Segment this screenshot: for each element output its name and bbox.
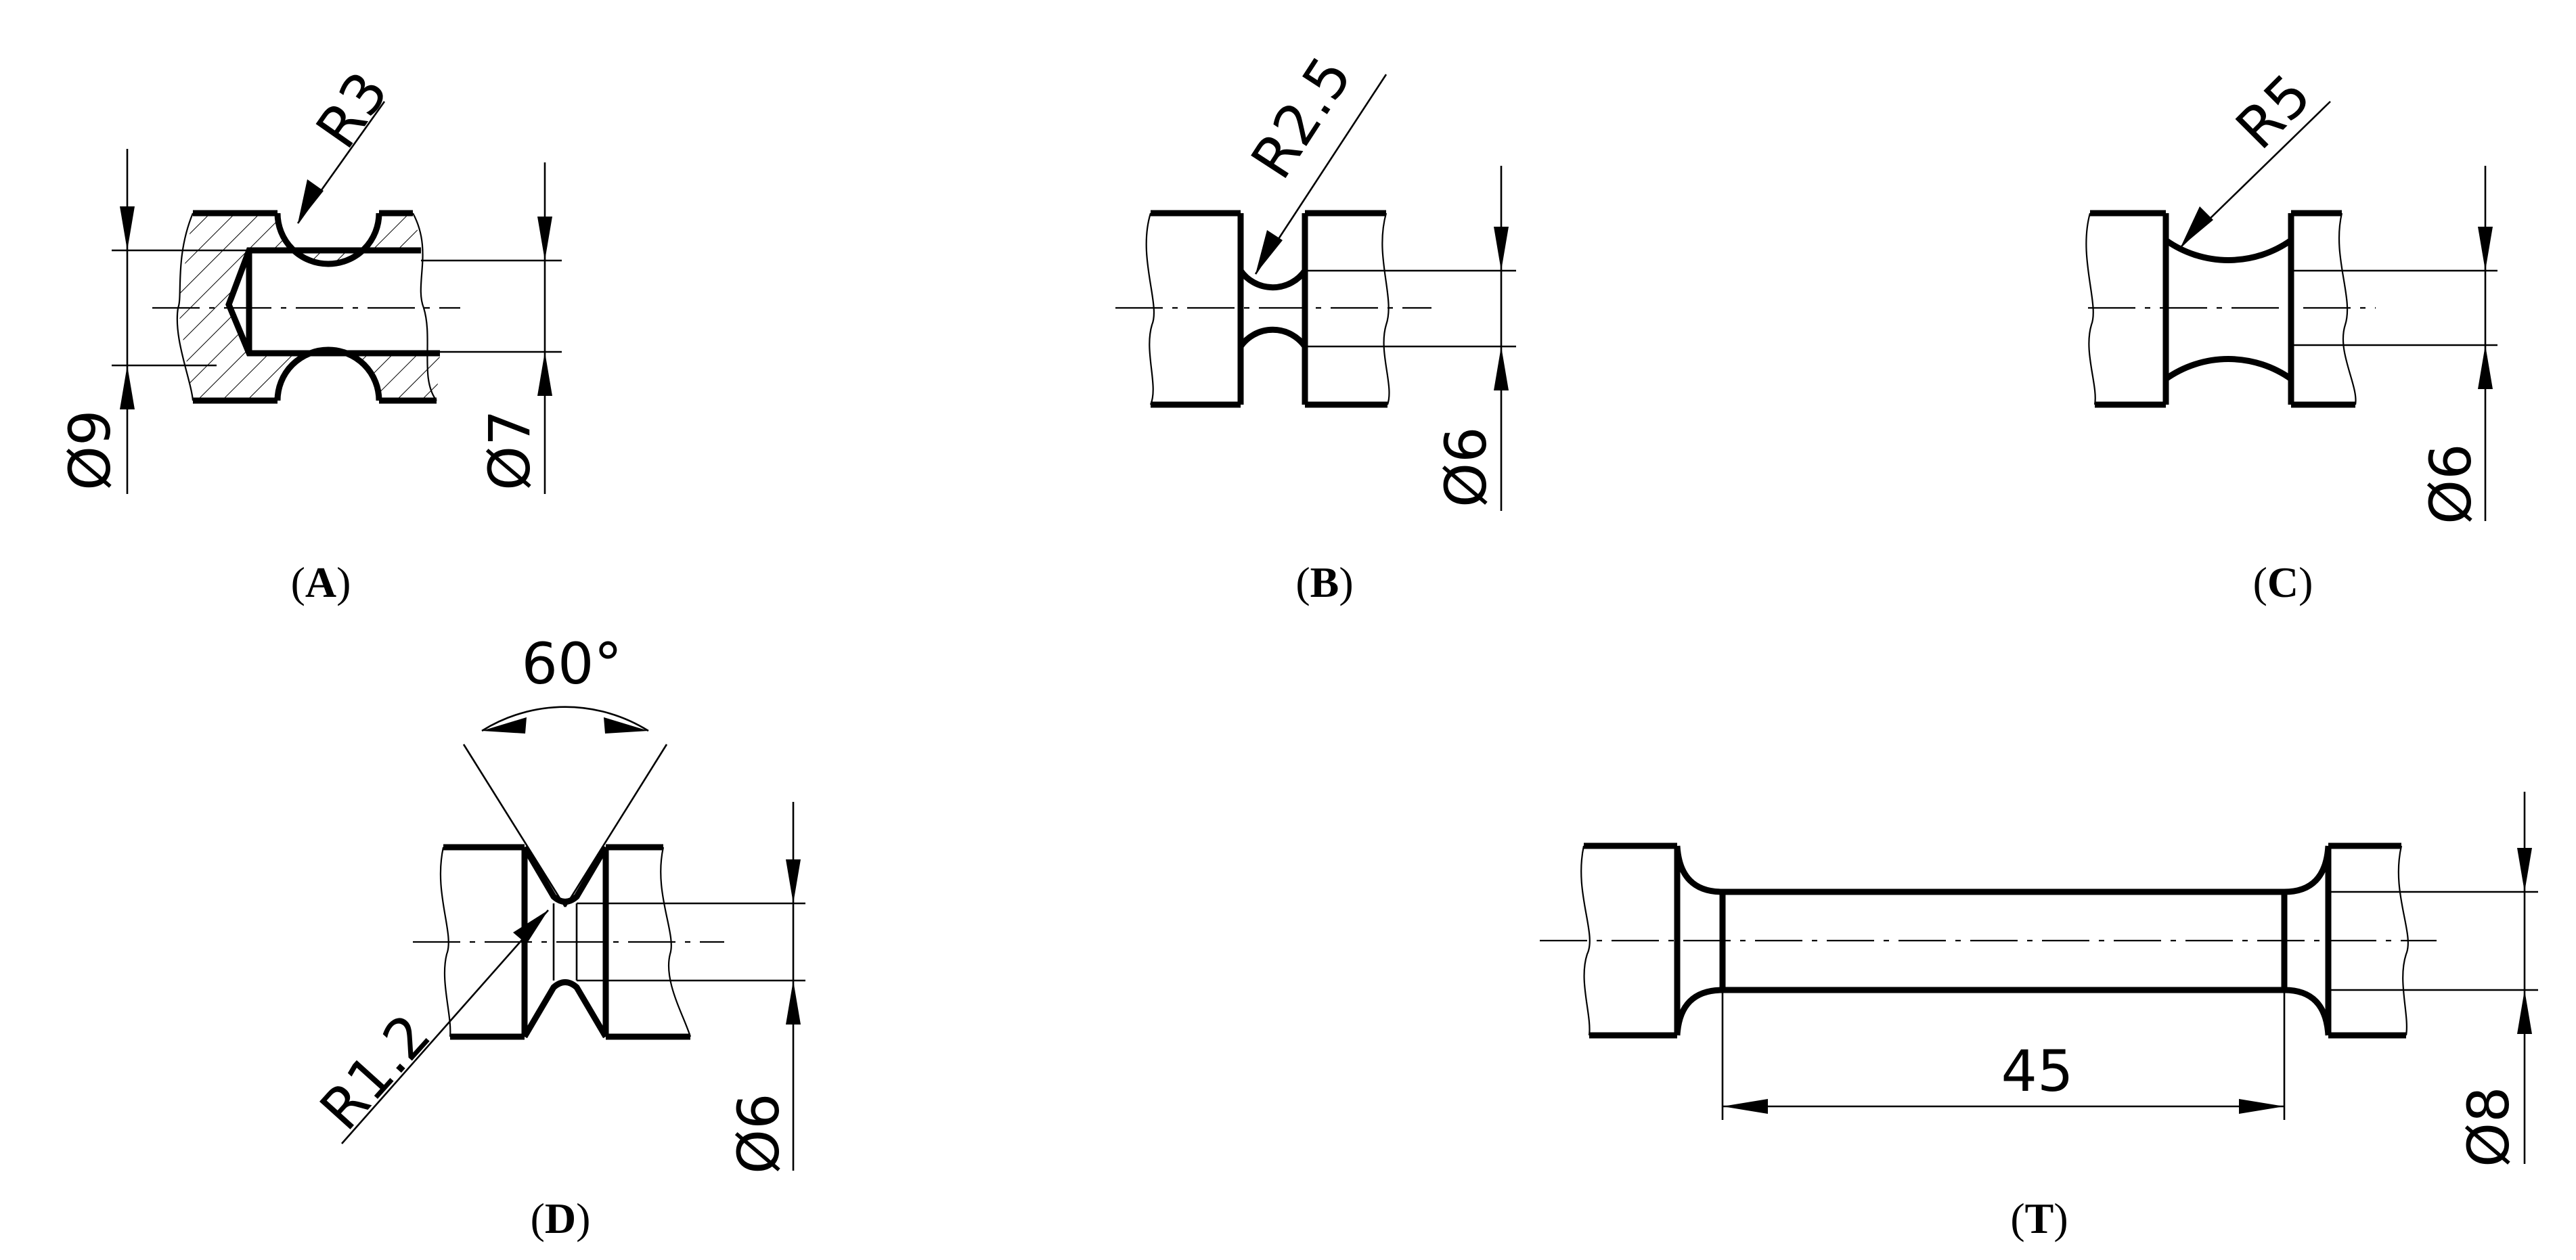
radius-leader: R5: [2180, 62, 2331, 248]
dimension-arrow: [2517, 990, 2532, 1034]
break-line: [660, 847, 692, 1037]
dimension-arrow: [786, 859, 801, 903]
break-line: [1580, 845, 1591, 1036]
radius-leader: R3: [296, 60, 401, 224]
angle-arrow: [482, 717, 527, 734]
caption-b: (B): [1295, 558, 1353, 606]
dimension-arrow: [120, 206, 135, 250]
radius-leader: R1.2: [307, 909, 549, 1144]
outer-diameter-dimension: Ø9: [57, 149, 277, 494]
dimension-arrow: [2478, 345, 2493, 389]
break-line: [2338, 212, 2357, 405]
dimension-arrow: [1494, 227, 1509, 271]
caption-t: (T): [2010, 1194, 2068, 1242]
caption-c: (C): [2253, 558, 2313, 606]
break-line: [1145, 212, 1155, 405]
radius-arrow: [2181, 206, 2213, 247]
break-line: [2397, 845, 2409, 1036]
break-line: [412, 212, 437, 401]
panel-t: 45 Ø8 (T): [1540, 792, 2538, 1242]
length-label: 45: [2001, 1038, 2074, 1104]
panel-c: Ø6 R5 (C): [2085, 62, 2497, 606]
panel-d: 60° Ø6 R1.2 (D): [307, 631, 805, 1242]
dimension-arrow: [2239, 1099, 2284, 1114]
panel-b: Ø6 R2.5 (B): [1115, 45, 1516, 606]
break-line: [439, 847, 451, 1037]
diameter-dimension: Ø6: [2291, 166, 2497, 524]
dimension-arrow: [120, 365, 135, 409]
radius-leader: R2.5: [1239, 45, 1387, 275]
break-line: [1381, 212, 1390, 405]
diameter-dimension: Ø6: [577, 802, 805, 1174]
specimen-outline: [2090, 210, 2355, 408]
angle-arrow: [604, 717, 648, 734]
diameter-label: Ø6: [1433, 426, 1499, 508]
radius-arrow: [513, 910, 548, 944]
radius-arrow: [1256, 230, 1283, 274]
break-line: [2085, 212, 2096, 405]
length-dimension: 45: [1721, 990, 2286, 1120]
radius-label: R3: [303, 60, 401, 160]
radius-label: R5: [2223, 62, 2324, 162]
diameter-label: Ø6: [726, 1093, 792, 1174]
specimen-outline: [193, 210, 440, 404]
dimension-arrow: [2478, 227, 2493, 271]
inner-diameter-label: Ø7: [476, 409, 543, 491]
dimension-arrow: [1723, 1099, 1768, 1114]
diameter-dimension: Ø8: [2328, 792, 2538, 1167]
angle-label: 60°: [522, 631, 623, 697]
specimen-outline: [443, 844, 690, 1040]
outer-diameter-label: Ø9: [57, 409, 123, 491]
caption-d: (D): [531, 1194, 591, 1242]
radius-label: R1.2: [307, 1002, 443, 1142]
caption-a: (A): [291, 558, 351, 606]
diameter-label: Ø8: [2456, 1086, 2522, 1167]
hatched-section: [178, 213, 440, 401]
panel-a: Ø9 Ø7 R3 (A): [57, 60, 562, 606]
dimension-arrow: [786, 981, 801, 1025]
radius-arrow: [298, 179, 324, 223]
dimension-arrow: [537, 217, 552, 261]
dimension-arrow: [1494, 346, 1509, 390]
dimension-arrow: [2517, 848, 2532, 892]
diameter-label: Ø6: [2418, 443, 2484, 524]
radius-label: R2.5: [1239, 45, 1365, 190]
inner-diameter-dimension: Ø7: [421, 162, 562, 494]
dimension-arrow: [537, 352, 552, 396]
angle-dimension: 60°: [462, 631, 668, 907]
specimen-outline: [1151, 210, 1387, 408]
diameter-dimension: Ø6: [1305, 166, 1516, 511]
